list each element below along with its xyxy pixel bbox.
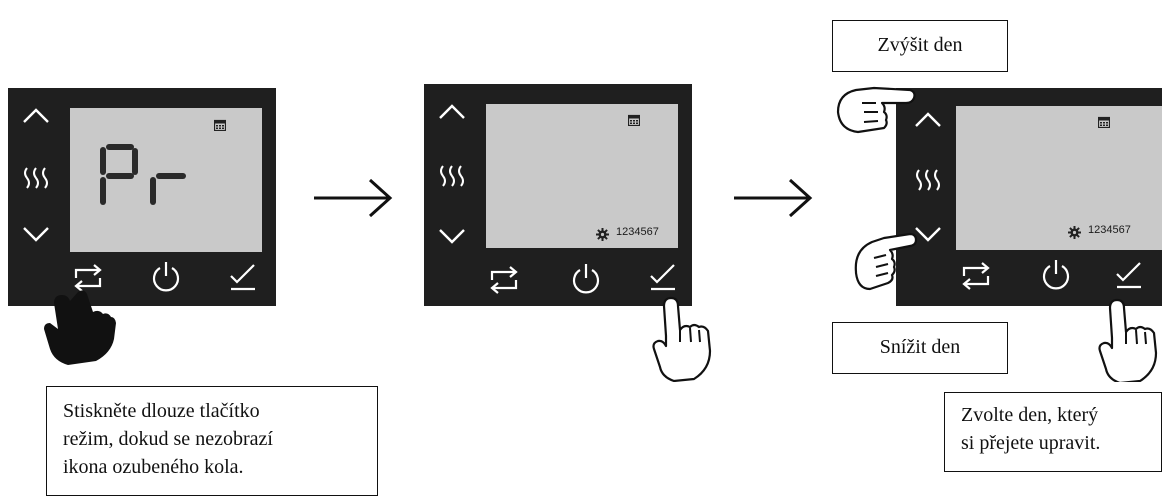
callout-line: si přejete upravit. [961, 432, 1101, 454]
down-button[interactable] [22, 226, 50, 244]
segment-display-glyphs [100, 144, 186, 205]
callout-line: ikona ozubeného kola. [63, 456, 244, 478]
callout-line: režim, dokud se nezobrazí [63, 428, 273, 450]
up-button[interactable] [22, 106, 50, 124]
weekday-numbers: 1234567 [616, 226, 659, 238]
confirm-button[interactable] [648, 262, 678, 292]
weekday-numbers: 1234567 [1088, 224, 1131, 236]
heat-button[interactable] [914, 168, 942, 192]
pressing-hand-outline-icon [1098, 298, 1158, 382]
thermostat-panel-step1: Pr [8, 88, 276, 306]
lcd-display: 1234567 [956, 106, 1162, 250]
heat-button[interactable] [22, 166, 50, 190]
callout-line: Stiskněte dlouze tlačítko [63, 400, 260, 422]
heat-button[interactable] [438, 164, 466, 188]
increase-day-callout: Zvýšit den [832, 20, 1008, 72]
decrease-day-label: Snížit den [879, 336, 961, 358]
mode-button[interactable] [72, 264, 104, 292]
power-button[interactable] [150, 260, 182, 294]
down-button[interactable] [438, 228, 466, 246]
pointing-hand-down-icon [854, 232, 918, 291]
step-arrow-icon [314, 178, 393, 218]
calendar-icon [214, 119, 226, 131]
callout-line: Zvolte den, který [961, 404, 1099, 426]
thermostat-panel-step3: 1234567 [896, 88, 1162, 306]
instruction-callout-step3: Zvolte den, který si přejete upravit. [944, 392, 1162, 472]
instruction-callout-step1: Stiskněte dlouze tlačítko režim, dokud s… [46, 386, 378, 496]
calendar-icon [1098, 116, 1110, 128]
pressing-hand-icon [44, 290, 116, 365]
increase-day-label: Zvýšit den [877, 34, 963, 56]
thermostat-panel-step2: 1234567 [424, 84, 692, 306]
calendar-icon [628, 114, 640, 126]
mode-button[interactable] [960, 262, 992, 290]
lcd-display: 1234567 [486, 104, 678, 248]
gear-icon [1068, 226, 1081, 239]
down-button[interactable] [914, 226, 942, 244]
step-arrow-icon [734, 178, 813, 218]
decrease-day-callout: Snížit den [832, 322, 1008, 374]
confirm-button[interactable] [1114, 260, 1144, 290]
power-button[interactable] [1040, 258, 1072, 292]
pointing-hand-up-icon [836, 86, 916, 134]
gear-icon [596, 228, 609, 241]
up-button[interactable] [914, 110, 942, 128]
up-button[interactable] [438, 102, 466, 120]
power-button[interactable] [570, 262, 602, 296]
mode-button[interactable] [488, 266, 520, 294]
pressing-hand-outline-icon [652, 296, 712, 382]
lcd-display: Pr [70, 108, 262, 252]
confirm-button[interactable] [228, 262, 258, 292]
